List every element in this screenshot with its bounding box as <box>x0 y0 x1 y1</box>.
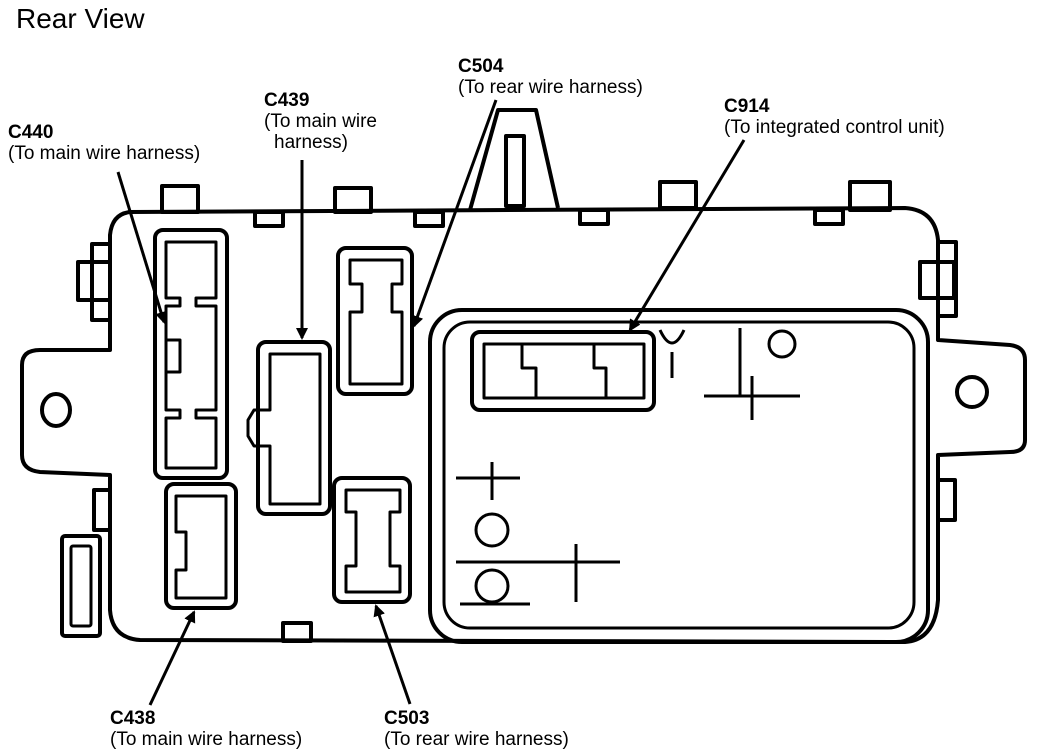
c440-code: C440 <box>8 122 54 143</box>
c503-desc: (To rear wire harness) <box>384 729 569 750</box>
c503-leader-arrow <box>373 604 412 705</box>
c504-inner <box>348 258 404 386</box>
left-side-clip <box>92 488 110 532</box>
c439-code: C439 <box>264 90 310 111</box>
top-latch <box>468 108 560 211</box>
c438-code: C438 <box>110 708 156 729</box>
c440-desc: (To main wire harness) <box>8 143 201 164</box>
c438-label: C438 (To main wire harness) <box>110 708 302 750</box>
fuse-strip <box>60 534 102 638</box>
top-tab <box>333 186 373 214</box>
c504-label: C504 (To rear wire harness) <box>458 56 643 98</box>
top-notch <box>813 208 845 226</box>
control-unit-socket <box>428 308 930 644</box>
top-notch <box>413 210 445 228</box>
c440-connector <box>153 228 229 480</box>
right-side-block <box>936 240 958 318</box>
c440-leader-arrow <box>116 171 167 324</box>
bottom-tab <box>281 621 313 643</box>
c914-desc: (To integrated control unit) <box>724 117 945 138</box>
c439-inner <box>246 352 322 506</box>
c438-connector <box>164 482 238 610</box>
c438-leader-arrow <box>148 610 196 706</box>
c439-desc-1: (To main wire <box>264 111 377 132</box>
top-tab <box>160 184 200 214</box>
c438-inner <box>174 494 228 600</box>
c914-inner <box>482 342 646 400</box>
c503-code: C503 <box>384 708 430 729</box>
fuse-strip-inner <box>69 544 93 628</box>
c504-leader-arrow <box>411 99 498 328</box>
c914-connector <box>470 330 656 412</box>
page-title: Rear View <box>16 3 145 34</box>
c504-desc: (To rear wire harness) <box>458 77 643 98</box>
top-notch <box>578 208 610 226</box>
c503-connector <box>332 476 412 604</box>
c439-desc-2: harness) <box>274 132 348 153</box>
top-notch <box>253 210 285 228</box>
c914-leader-arrow <box>628 139 746 332</box>
c914-code: C914 <box>724 96 770 117</box>
c504-code: C504 <box>458 56 504 77</box>
top-tab <box>848 180 892 212</box>
c440-inner <box>164 240 218 470</box>
top-latch-slot <box>504 134 526 208</box>
c914-label: C914 (To integrated control unit) <box>724 96 945 138</box>
c439-label: C439 (To main wire harness) <box>264 90 377 153</box>
housing-outline <box>20 206 1027 644</box>
c439-connector <box>256 340 332 516</box>
right-side-clip <box>938 478 957 522</box>
top-tab <box>658 180 698 210</box>
c438-desc: (To main wire harness) <box>110 729 303 750</box>
c503-label: C503 (To rear wire harness) <box>384 708 569 750</box>
left-mounting-hole <box>40 392 72 428</box>
c440-label: C440 (To main wire harness) <box>8 122 200 164</box>
left-side-block <box>90 242 112 322</box>
control-unit-socket-inner <box>442 320 916 630</box>
right-mounting-hole <box>955 375 989 409</box>
c503-inner <box>344 488 402 594</box>
